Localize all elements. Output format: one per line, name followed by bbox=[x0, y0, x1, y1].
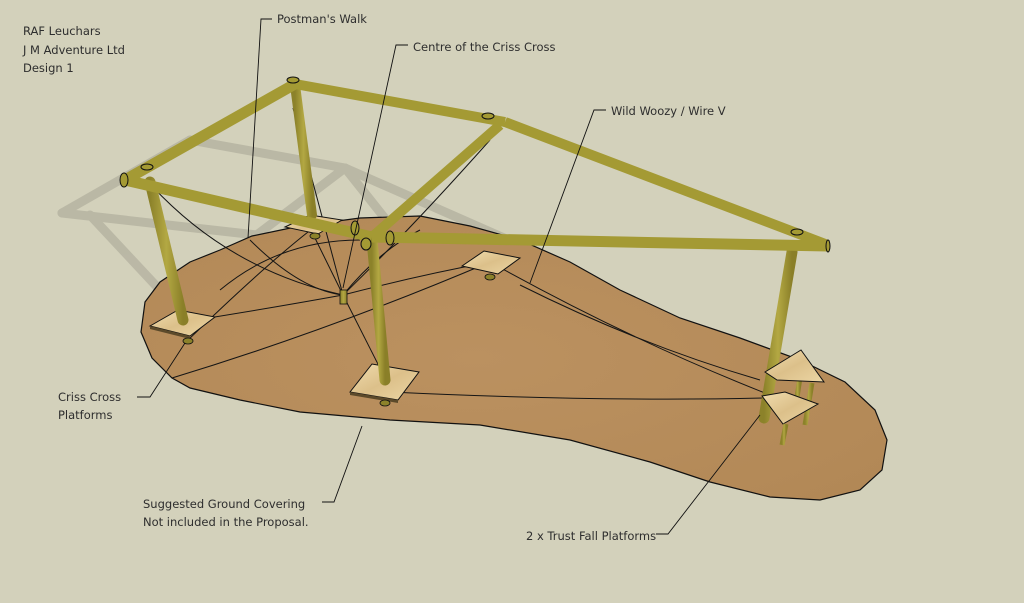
annotation-wild-woozy: Wild Woozy / Wire V bbox=[611, 104, 726, 118]
annotation-line: Platforms bbox=[58, 408, 113, 422]
leader-lines bbox=[137, 18, 761, 535]
title-site: RAF Leuchars bbox=[23, 24, 101, 38]
criss-cross-platforms bbox=[148, 214, 522, 407]
trust-fall-platforms bbox=[761, 349, 826, 446]
title-block: RAF Leuchars J M Adventure Ltd Design 1 bbox=[23, 22, 125, 78]
title-design: Design 1 bbox=[23, 61, 74, 75]
annotation-centre-criss-cross: Centre of the Criss Cross bbox=[413, 40, 556, 54]
annotation-criss-cross-platforms: Criss Cross Platforms bbox=[58, 388, 121, 424]
annotation-line: Criss Cross bbox=[58, 390, 122, 404]
centre-post bbox=[339, 289, 348, 305]
roof-beams bbox=[122, 79, 830, 252]
annotation-line: Not included in the Proposal. bbox=[143, 515, 309, 529]
ground-covering bbox=[140, 215, 888, 501]
annotation-line: Suggested Ground Covering bbox=[143, 497, 306, 511]
annotation-trust-fall: 2 x Trust Fall Platforms bbox=[526, 529, 657, 543]
annotation-postmans-walk: Postman's Walk bbox=[277, 12, 367, 26]
beam-ends bbox=[119, 76, 831, 253]
annotation-ground-covering: Suggested Ground Covering Not included i… bbox=[143, 495, 309, 531]
title-company: J M Adventure Ltd bbox=[23, 42, 125, 57]
